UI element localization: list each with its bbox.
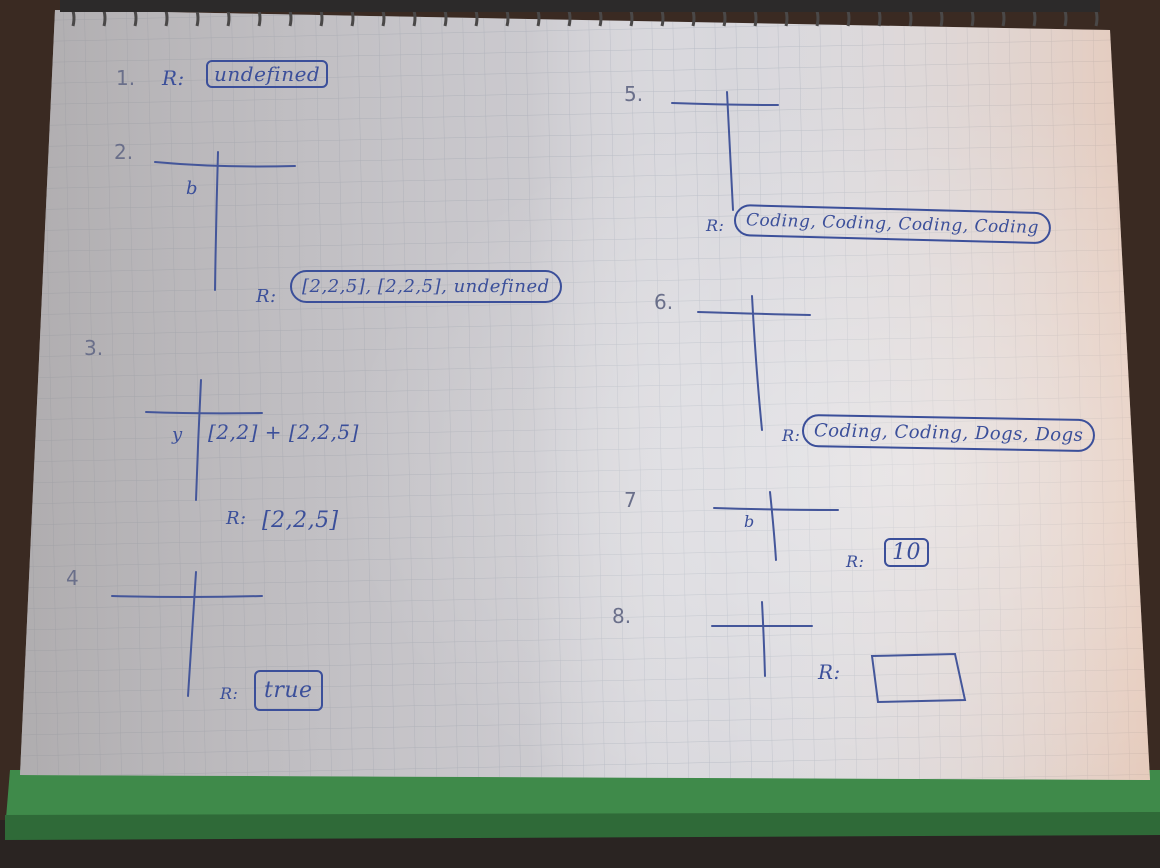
q3-prefix: R: bbox=[226, 508, 247, 529]
q1-number: 1. bbox=[116, 66, 136, 90]
q3-number: 3. bbox=[84, 336, 104, 360]
q7-number: 7 bbox=[624, 488, 637, 512]
q2-answer: [2,2,5], [2,2,5], undefined bbox=[290, 270, 562, 303]
q8-number: 8. bbox=[612, 604, 632, 628]
q7-var: b bbox=[744, 512, 755, 531]
q4-number: 4 bbox=[66, 566, 79, 590]
q3-answer: [2,2,5] bbox=[262, 508, 339, 533]
q6-number: 6. bbox=[654, 290, 674, 314]
q3-var: y bbox=[172, 424, 183, 445]
q4-answer: true bbox=[254, 670, 323, 711]
q7-answer: 10 bbox=[884, 538, 929, 567]
q1-prefix: R: bbox=[162, 66, 185, 90]
q6-prefix: R: bbox=[782, 426, 801, 445]
q2-var: b bbox=[186, 178, 199, 199]
q7-prefix: R: bbox=[846, 552, 865, 571]
q2-number: 2. bbox=[114, 140, 134, 164]
q5-number: 5. bbox=[624, 82, 644, 106]
q1-answer: undefined bbox=[206, 60, 329, 88]
q8-prefix: R: bbox=[818, 660, 841, 684]
empty-answer-box bbox=[870, 652, 967, 704]
q3-expr: [2,2] + [2,2,5] bbox=[208, 420, 359, 444]
q5-prefix: R: bbox=[706, 216, 725, 235]
q6-answer: Coding, Coding, Dogs, Dogs bbox=[801, 414, 1096, 453]
q2-prefix: R: bbox=[256, 286, 277, 307]
q4-prefix: R: bbox=[220, 684, 239, 703]
